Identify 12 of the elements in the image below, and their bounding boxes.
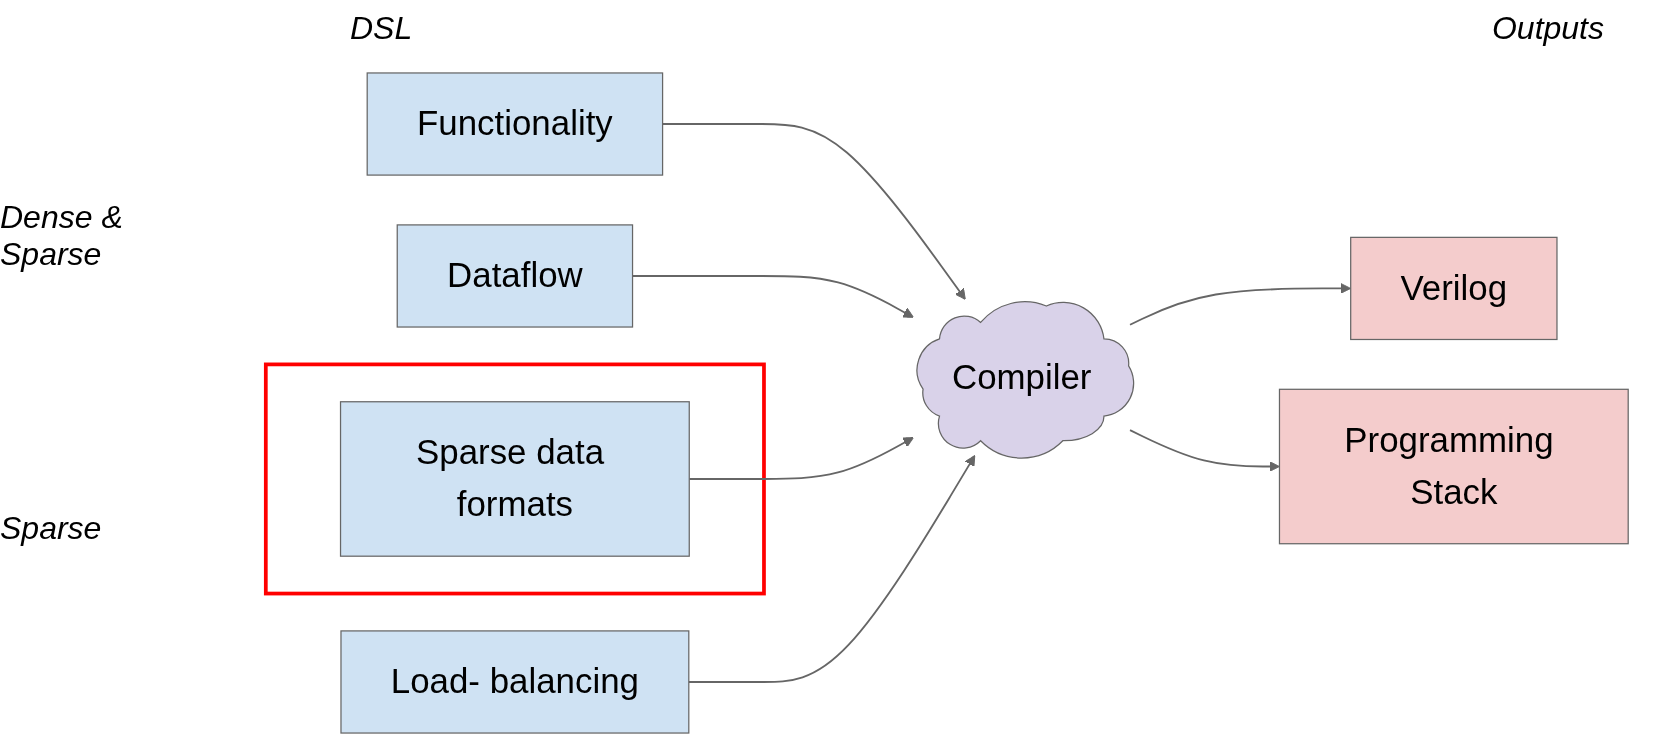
group-label: Dense & Sparse: [0, 198, 124, 273]
node-box: Load- balancing: [340, 629, 690, 734]
arrow: [1129, 428, 1280, 472]
group-label: Sparse: [0, 509, 103, 547]
cluster: [263, 362, 766, 595]
column-heading: Outputs: [1491, 10, 1604, 48]
column-heading: DSL: [350, 10, 413, 48]
node-box: Dataflow: [396, 223, 634, 328]
node-box: Programming Stack: [1278, 388, 1629, 544]
node-box: Verilog: [1350, 236, 1558, 340]
node-box: Sparse data formats: [339, 400, 690, 557]
node-box: Functionality: [366, 71, 664, 176]
